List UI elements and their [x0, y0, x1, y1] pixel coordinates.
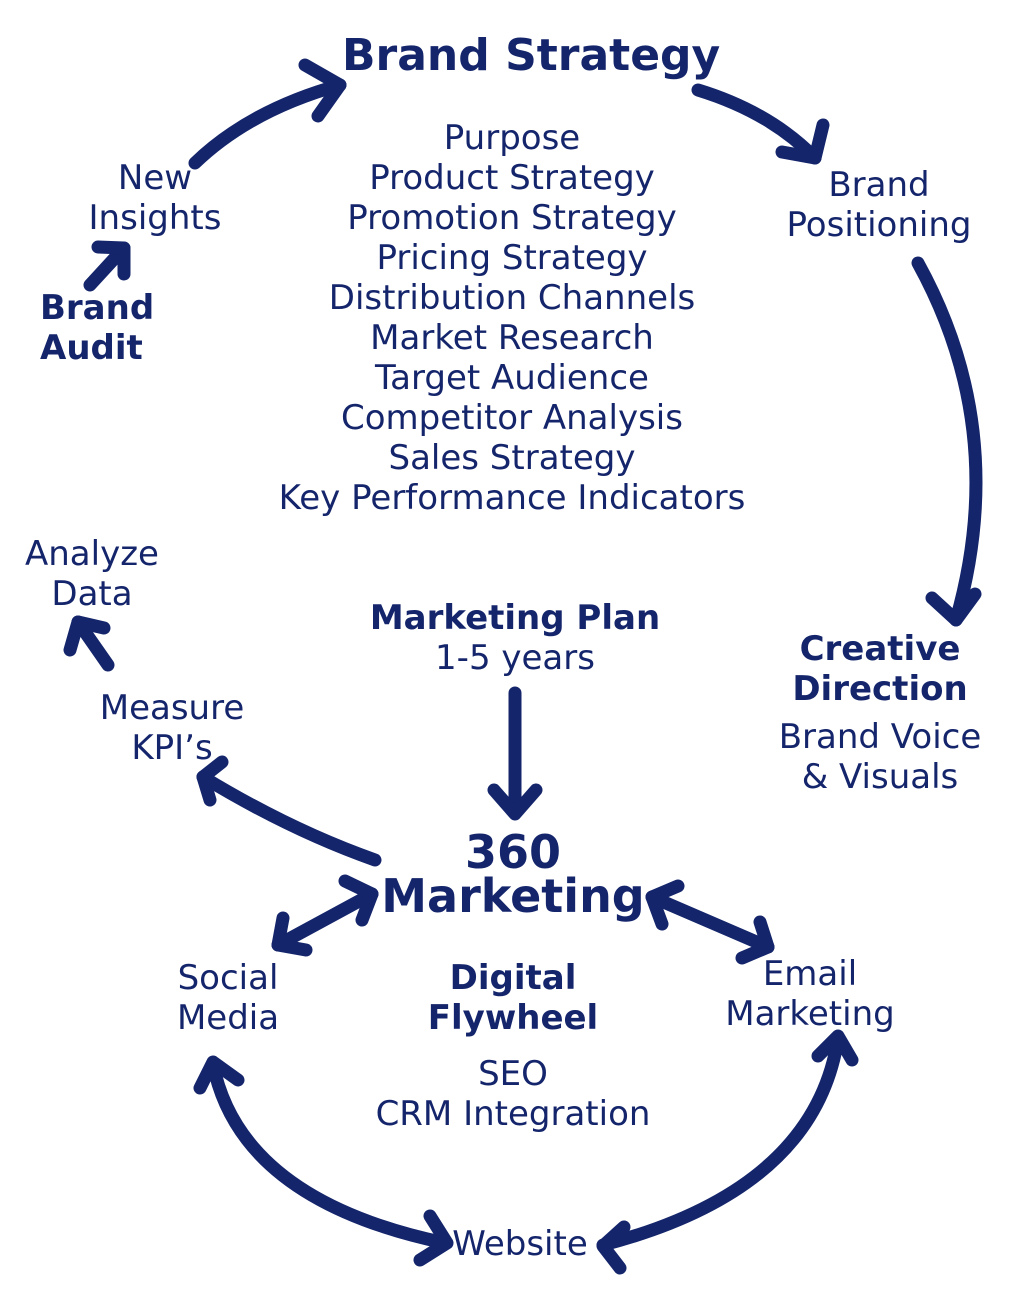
list-item: Promotion Strategy [347, 198, 677, 238]
marketing-360-label: 360 Marketing [378, 825, 648, 923]
digital-flywheel-line1: Digital [449, 958, 577, 998]
arrowhead-360-in [487, 783, 543, 821]
creative-direction-sub1: Brand Voice [778, 717, 982, 757]
arrowhead-email-in [735, 915, 775, 965]
marketing-plan-label: Marketing Plan 1-5 years [352, 598, 678, 678]
arrowhead-website-left-in [413, 1209, 454, 1267]
arrowhead-kpis-in [196, 755, 229, 807]
arrowhead-insights-in [91, 240, 131, 281]
analyze-data-label: Analyze Data [12, 534, 172, 614]
brand-strategy-title: Brand Strategy [342, 30, 721, 81]
arrow-360-email [645, 890, 775, 954]
digital-flywheel-line2: Flywheel [427, 998, 599, 1038]
measure-kpis-label: Measure KPI’s [82, 688, 262, 768]
arrow-positioning-to-creative [911, 256, 983, 627]
creative-direction-label: Creative Direction Brand Voice & Visuals [760, 629, 1000, 797]
arrow-strategy-to-positioning [691, 83, 822, 165]
arrowhead-website-right-in [596, 1220, 631, 1275]
brand-strategy-list: Purpose Product Strategy Promotion Strat… [252, 118, 772, 518]
new-insights-label: New Insights [70, 158, 240, 238]
measure-kpis-line2: KPI’s [131, 728, 213, 768]
new-insights-line2: Insights [88, 198, 222, 238]
arrowhead-social-in [271, 911, 313, 957]
digital-flywheel-item2: CRM Integration [375, 1094, 651, 1134]
analyze-data-line1: Analyze [25, 534, 159, 574]
arrowhead-social-bottom-in [193, 1055, 245, 1095]
arrowhead-email-bottom-in [811, 1029, 859, 1067]
new-insights-line1: New [117, 158, 193, 198]
social-media-line2: Media [176, 998, 280, 1038]
marketing-360-line2: Marketing [381, 869, 645, 923]
email-marketing-line2: Marketing [725, 994, 895, 1034]
creative-direction-sub2: & Visuals [801, 757, 959, 797]
social-media-line1: Social [177, 958, 279, 998]
brand-audit-label: Brand Audit [40, 288, 190, 368]
list-item: Competitor Analysis [341, 398, 683, 438]
arrow-social-website [206, 1057, 452, 1250]
list-item: Market Research [370, 318, 654, 358]
digital-flywheel-item1: SEO [478, 1054, 548, 1094]
brand-positioning-label: Brand Positioning [768, 165, 990, 245]
brand-audit-line1: Brand [40, 288, 155, 328]
list-item: Target Audience [375, 358, 649, 398]
list-item: Sales Strategy [388, 438, 636, 478]
marketing-360-line1: 360 [464, 825, 562, 879]
arrowhead-positioning-in [775, 118, 830, 165]
brand-positioning-line1: Brand [828, 165, 930, 205]
arrowhead-creative-in [925, 587, 982, 627]
arrowhead-strategy-in [298, 58, 347, 123]
list-item: Distribution Channels [328, 278, 696, 318]
website-label: Website [452, 1224, 588, 1264]
list-item: Pricing Strategy [376, 238, 648, 278]
arrow-insights-to-strategy [188, 78, 347, 170]
list-item: Product Strategy [369, 158, 655, 198]
digital-flywheel-label: Digital Flywheel SEO CRM Integration [362, 958, 664, 1134]
brand-positioning-line2: Positioning [786, 205, 972, 245]
brand-audit-line2: Audit [40, 328, 143, 368]
marketing-plan-title: Marketing Plan [369, 598, 661, 638]
creative-direction-line2: Direction [792, 669, 968, 709]
arrowhead-360-left-in [338, 874, 379, 927]
social-media-label: Social Media [148, 958, 308, 1038]
arrowhead-analyze-in [63, 615, 111, 657]
marketing-plan-subtitle: 1-5 years [435, 638, 595, 678]
email-marketing-line1: Email [762, 954, 858, 994]
arrowhead-360-right-in [645, 879, 685, 931]
email-marketing-label: Email Marketing [712, 954, 908, 1034]
creative-direction-line1: Creative [799, 629, 961, 669]
list-item: Key Performance Indicators [278, 478, 746, 518]
analyze-data-line2: Data [51, 574, 133, 614]
arrow-social-360 [271, 887, 379, 952]
arrow-website-email [596, 1031, 845, 1252]
measure-kpis-line1: Measure [99, 688, 245, 728]
list-item: Purpose [443, 118, 581, 158]
arrow-360-to-kpis [196, 770, 382, 867]
